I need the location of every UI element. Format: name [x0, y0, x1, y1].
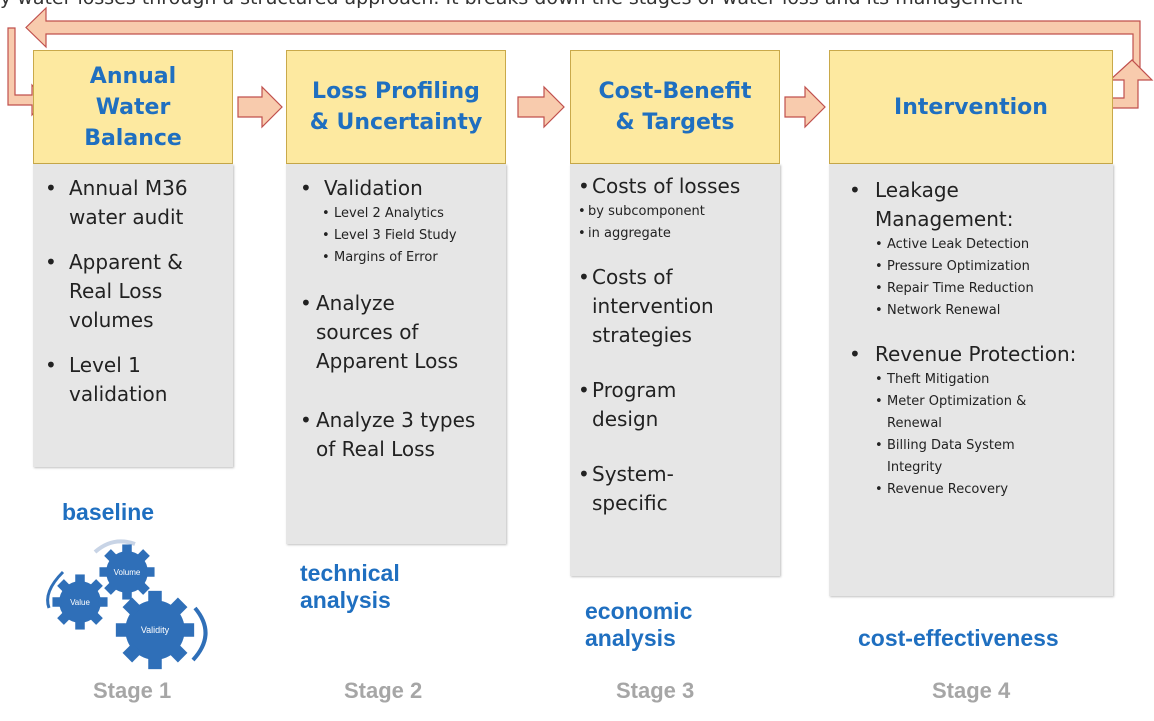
stage-2-item-text: Validation	[324, 176, 423, 200]
stage-3-item-text: Costs of losses	[592, 174, 741, 198]
stage-1-item: •Annual M36 water audit	[45, 174, 225, 232]
stage-1-label: baseline	[62, 499, 155, 525]
stage-3-item: •System-specific	[578, 460, 774, 518]
gear-validity-label: Validity	[141, 625, 170, 635]
stage-2-item-text: Analyze sources of Apparent Loss	[316, 291, 459, 373]
stage-2-label: technical analysis	[300, 560, 400, 613]
stage-4-subitem-text: Active Leak Detection	[887, 237, 1030, 252]
stage-3-item: •Costs of losses	[578, 172, 774, 201]
stage-4-subitem: •Network Renewal	[849, 300, 1105, 322]
stage-1-body: •Annual M36 water audit •Apparent & Real…	[33, 164, 233, 467]
stage-2-item: •Validation	[300, 174, 498, 203]
stage-2-subitem: •Level 3 Field Study	[300, 225, 498, 247]
stage-4-subitem-text: Theft Mitigation	[887, 372, 990, 387]
stage-4-subitem: •Active Leak Detection	[849, 234, 1105, 256]
stage-2-subitem-text: Level 2 Analytics	[334, 206, 444, 221]
stage-1-item: •Level 1 validation	[45, 351, 225, 409]
stage-3-heading-text: Cost-Benefit & Targets	[598, 79, 752, 135]
stage-3-subitem: •by subcomponent	[578, 201, 774, 223]
stage-4-subitem: •Pressure Optimization	[849, 256, 1105, 278]
stage-4-subitem: •Repair Time Reduction	[849, 278, 1105, 300]
stage-4-subitem: •Theft Mitigation	[849, 369, 1105, 391]
stage-4-item: •Leakage Management:	[849, 176, 1105, 234]
stage-4-subitem-text: Meter Optimization & Renewal	[887, 394, 1027, 431]
stage-4-item: •Revenue Protection:	[849, 340, 1105, 369]
stage-4-subitem: •Revenue Recovery	[849, 479, 1105, 501]
stage-2-subitem-text: Level 3 Field Study	[334, 228, 457, 243]
stage-3-item-text: Program design	[592, 378, 677, 431]
stage-4-number: Stage 4	[932, 678, 1011, 703]
stage-3-label: economic analysis	[585, 598, 693, 651]
connector-arrow-3-4	[784, 85, 826, 129]
stage-1-heading-text: Annual Water Balance	[84, 63, 182, 151]
stage-2-number: Stage 2	[344, 678, 423, 703]
stage-3-subitem-text: by subcomponent	[588, 204, 705, 219]
stage-3-item: •Costs of intervention strategies	[578, 263, 774, 350]
stage-3-number: Stage 3	[616, 678, 695, 703]
stage-4-item-text: Leakage Management:	[875, 178, 1014, 231]
stage-2-subitem: •Margins of Error	[300, 247, 498, 269]
stage-3-heading: Cost-Benefit & Targets	[570, 50, 780, 164]
stage-1-heading: Annual Water Balance	[33, 50, 233, 164]
gear-value-label: Value	[70, 598, 90, 607]
stage-3-subitem: •in aggregate	[578, 223, 774, 245]
stage-2-item: •Analyze sources of Apparent Loss	[300, 289, 498, 376]
connector-arrow-1-2	[237, 85, 283, 129]
stage-4-subitem: •Meter Optimization & Renewal	[849, 391, 1105, 435]
stage-3-subitem-text: in aggregate	[588, 226, 671, 241]
stage-4-heading-text: Intervention	[894, 94, 1048, 120]
connector-arrow-2-3	[517, 85, 565, 129]
stage-2-subitem: •Level 2 Analytics	[300, 203, 498, 225]
stage-4-label: cost-effectiveness	[858, 625, 1059, 651]
stage-4-item-text: Revenue Protection:	[875, 342, 1077, 366]
stage-2-body: •Validation •Level 2 Analytics •Level 3 …	[286, 164, 506, 544]
stage-3-item: •Program design	[578, 376, 774, 434]
stage-2-subitem-text: Margins of Error	[334, 250, 438, 265]
stage-4-body: •Leakage Management: •Active Leak Detect…	[829, 164, 1113, 596]
stage-2-item: •Analyze 3 types of Real Loss	[300, 406, 498, 464]
stage-1-item-text: Annual M36 water audit	[69, 176, 188, 229]
stage-4-heading: Intervention	[829, 50, 1113, 164]
stage-2-heading: Loss Profiling & Uncertainty	[286, 50, 506, 164]
stage-4-subitem: •Billing Data System Integrity	[849, 435, 1105, 479]
stage-4-subitem-text: Network Renewal	[887, 303, 1001, 318]
stage-2-item-text: Analyze 3 types of Real Loss	[316, 408, 476, 461]
gear-volume-label: Volume	[114, 568, 141, 577]
stage-4-subitem-text: Revenue Recovery	[887, 482, 1009, 497]
stage-3-item-text: Costs of intervention strategies	[592, 265, 714, 347]
stage-3-body: •Costs of losses •by subcomponent •in ag…	[570, 164, 780, 576]
stage-3-item-text: System-specific	[592, 462, 674, 515]
gears-illustration: Volume Value Validity	[46, 539, 208, 670]
stage-1-item-text: Apparent & Real Loss volumes	[69, 250, 183, 332]
stage-1-item: •Apparent & Real Loss volumes	[45, 248, 225, 335]
stage-4-subitem-text: Repair Time Reduction	[887, 281, 1034, 296]
stage-4-subitem-text: Pressure Optimization	[887, 259, 1030, 274]
caption-text: y water losses through a structured appr…	[0, 0, 1154, 9]
stage-1-item-text: Level 1 validation	[69, 353, 168, 406]
stage-1-number: Stage 1	[93, 678, 172, 703]
stage-2-heading-text: Loss Profiling & Uncertainty	[309, 79, 483, 135]
stage-4-subitem-text: Billing Data System Integrity	[887, 438, 1015, 475]
